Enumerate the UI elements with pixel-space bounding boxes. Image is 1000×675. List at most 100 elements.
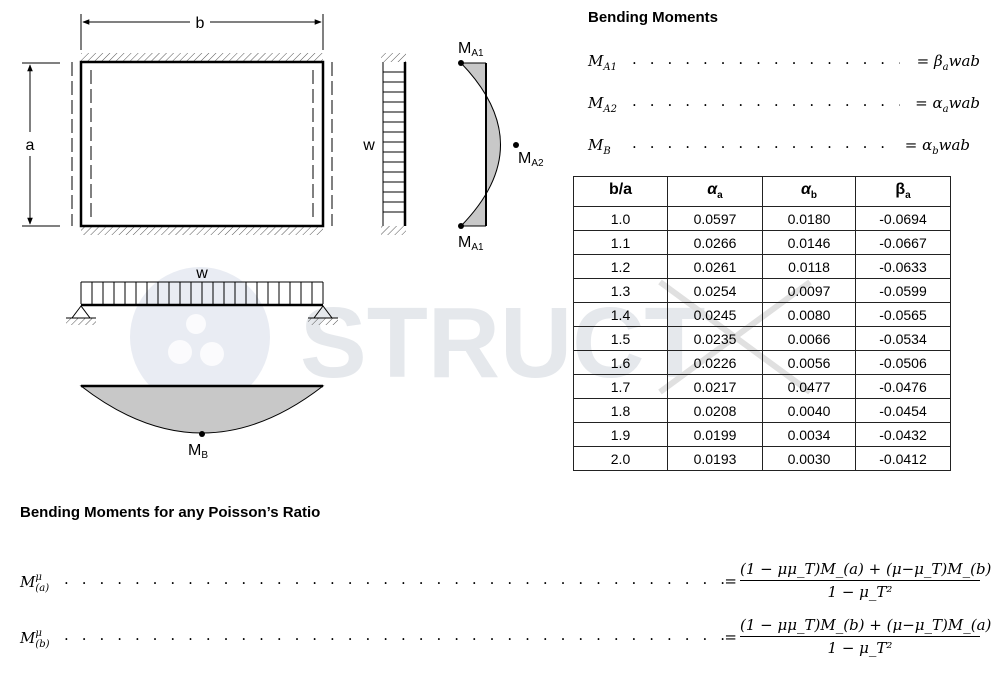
poisson-lhs: M: [20, 573, 36, 591]
table-cell: -0.0565: [855, 302, 951, 327]
table-cell: -0.0633: [855, 254, 951, 279]
formula-rhs-tail: wab: [948, 52, 980, 70]
table-cell: 0.0097: [762, 278, 856, 303]
beam-moment-diagram: MB: [79, 384, 325, 461]
table-cell: 0.0146: [762, 230, 856, 255]
table-cell: 0.0193: [667, 446, 763, 471]
label-a: a: [26, 137, 35, 154]
formula-rhs-sub: b: [932, 146, 939, 157]
poisson-title: Bending Moments for any Poisson’s Ratio: [20, 504, 321, 521]
table-cell: 0.0266: [667, 230, 763, 255]
formula-lhs: M: [588, 52, 604, 70]
table-cell: 1.1: [573, 230, 668, 255]
formula-rhs-sub: a: [942, 62, 949, 73]
formula-lhs: M: [588, 94, 604, 112]
formula-lhs-sub: A1: [603, 62, 617, 73]
formula-mb: MB . . . . . . . . . . . . . . . . . . .…: [588, 134, 980, 160]
table-cell: 0.0254: [667, 278, 763, 303]
table-cell: 0.0217: [667, 374, 763, 399]
poisson-lhs-sup: μ: [35, 628, 42, 639]
table-cell: 0.0034: [762, 422, 856, 447]
side-moment-diagram: MA1 MA1 MA2: [458, 40, 544, 253]
table-cell: -0.0476: [855, 374, 951, 399]
label-ma1-bottom: M: [458, 234, 471, 251]
table-cell: 0.0180: [762, 206, 856, 231]
formula-lhs-sub: A2: [603, 104, 617, 115]
table-cell: 0.0040: [762, 398, 856, 423]
label-ma1-top: M: [458, 40, 471, 57]
svg-text:MA2: MA2: [518, 150, 544, 169]
table-cell: 0.0235: [667, 326, 763, 351]
beam-load: w: [66, 265, 338, 325]
leader-dots: . . . . . . . . . . . . . . . . . . . . …: [632, 50, 900, 68]
table-cell: 1.8: [573, 398, 668, 423]
dimension-a: a: [22, 62, 60, 227]
label-mb: M: [188, 442, 201, 459]
formula-rhs-tail: wab: [948, 94, 980, 112]
table-cell: 1.7: [573, 374, 668, 399]
plate-diagram: b a w: [22, 14, 544, 461]
table-cell: 1.6: [573, 350, 668, 375]
table-cell: 1.9: [573, 422, 668, 447]
label-ma2-sub: A2: [531, 158, 544, 169]
label-w-side: w: [362, 137, 375, 154]
poisson-lhs-sub: (a): [35, 583, 50, 594]
table-cell: -0.0454: [855, 398, 951, 423]
formula-lhs-sub: B: [603, 146, 611, 157]
table-cell: -0.0667: [855, 230, 951, 255]
poisson-fraction: (1 − μμ_T)M_(a) + (μ−μ_T)M_(b) 1 − μ_T²: [740, 560, 991, 601]
table-cell: 0.0226: [667, 350, 763, 375]
equals-sign: =: [724, 628, 737, 646]
poisson-lhs: M: [20, 629, 36, 647]
label-ma1-top-sub: A1: [471, 48, 484, 59]
formula-rhs: = α: [915, 94, 943, 112]
header-alpha-b: αb: [762, 176, 856, 207]
table-header-row: b/a αa αb βa: [573, 176, 951, 207]
svg-text:MB: MB: [188, 442, 208, 461]
table-cell: 0.0261: [667, 254, 763, 279]
leader-dots: . . . . . . . . . . . . . . . . . . . . …: [64, 626, 730, 644]
equals-sign: =: [724, 572, 737, 590]
table-cell: 1.4: [573, 302, 668, 327]
formula-rhs: = α: [904, 136, 933, 154]
table-cell: 0.0056: [762, 350, 856, 375]
header-b-over-a: b/a: [573, 176, 668, 207]
formula-rhs-tail: wab: [938, 136, 970, 154]
svg-text:MA1: MA1: [458, 40, 484, 59]
poisson-lhs-sup: μ: [35, 572, 42, 583]
table-cell: -0.0412: [855, 446, 951, 471]
table-cell: 0.0208: [667, 398, 763, 423]
table-cell: 0.0118: [762, 254, 856, 279]
table-cell: 0.0477: [762, 374, 856, 399]
poisson-numerator: (1 − μμ_T)M_(a) + (μ−μ_T)M_(b): [740, 560, 991, 581]
label-ma1-bottom-sub: A1: [471, 242, 484, 253]
formula-rhs: = β: [916, 52, 943, 70]
header-alpha-a: αa: [667, 176, 763, 207]
formula-ma1: MA1 . . . . . . . . . . . . . . . . . . …: [588, 50, 980, 76]
table-cell: 1.3: [573, 278, 668, 303]
table-cell: 0.0245: [667, 302, 763, 327]
table-cell: -0.0694: [855, 206, 951, 231]
table-cell: 1.2: [573, 254, 668, 279]
table-cell: 0.0199: [667, 422, 763, 447]
plate: [71, 53, 333, 235]
poisson-lhs-sub: (b): [35, 639, 50, 650]
table-cell: -0.0599: [855, 278, 951, 303]
label-ma2: M: [518, 150, 531, 167]
label-mb-sub: B: [201, 450, 208, 461]
table-cell: 2.0: [573, 446, 668, 471]
table-cell: 0.0080: [762, 302, 856, 327]
